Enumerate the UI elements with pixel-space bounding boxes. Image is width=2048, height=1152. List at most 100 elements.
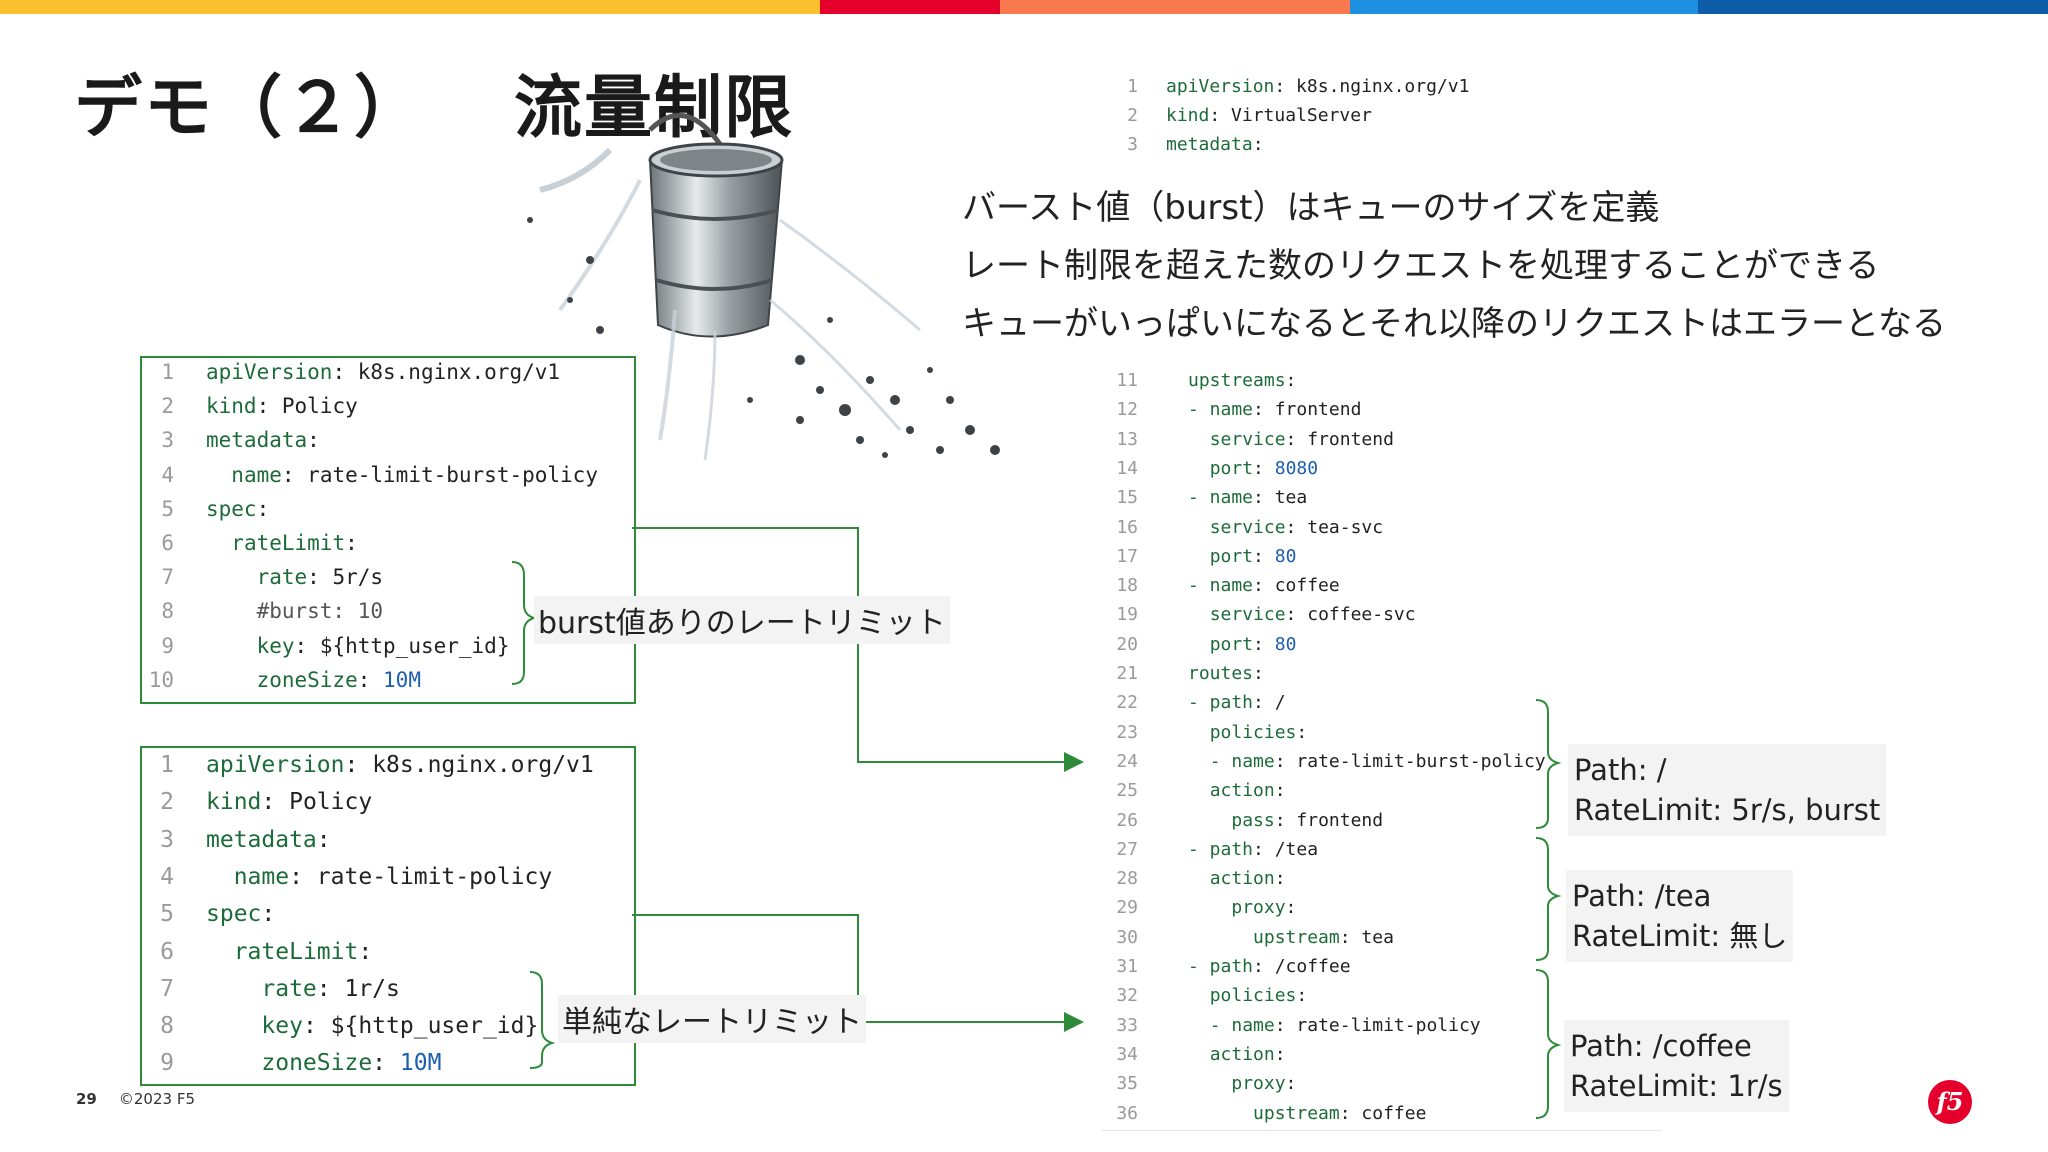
code-line: 19 service: coffee-svc <box>1102 604 1662 633</box>
code-key: - name <box>1188 575 1254 597</box>
code-text: kind: Policy <box>206 789 373 816</box>
code-text: upstream: coffee <box>1253 1102 1427 1124</box>
line-number: 2 <box>1127 105 1138 126</box>
code-text: rate: 5r/s <box>256 565 384 590</box>
line-number: 26 <box>1116 809 1138 831</box>
code-line: 4 name: rate-limit-burst-policy <box>142 463 634 497</box>
code-text: port: 8080 <box>1209 457 1319 479</box>
line-number: 30 <box>1116 926 1138 948</box>
code-value: tea <box>1263 487 1308 509</box>
code-line: 35 proxy: <box>1102 1073 1662 1102</box>
code-text: - name: tea <box>1188 487 1308 509</box>
code-key: kind <box>206 789 262 816</box>
path-annotation-root: Path: / RateLimit: 5r/s, burst <box>1568 744 1887 836</box>
code-line: 27- path: /tea <box>1102 839 1662 868</box>
code-value: 80 <box>1263 633 1297 655</box>
code-line: 25 action: <box>1102 780 1662 809</box>
code-key: proxy <box>1231 897 1286 919</box>
code-text: kind: VirtualServer <box>1166 105 1372 126</box>
line-number: 4 <box>160 863 174 890</box>
label-burst-rate-limit: burst値ありのレートリミット <box>534 596 950 644</box>
code-value: 80 <box>1263 545 1297 567</box>
line-number: 29 <box>1116 897 1138 919</box>
line-number: 6 <box>161 531 174 555</box>
code-line: 6 rateLimit: <box>142 939 634 976</box>
code-key: upstream <box>1253 926 1340 948</box>
title-rate-limit: 流量制限 <box>514 69 795 148</box>
line-number: 19 <box>1116 604 1138 626</box>
code-line: 18- name: coffee <box>1102 575 1662 604</box>
code-line: 28 action: <box>1102 868 1662 897</box>
code-key: spec <box>206 901 262 928</box>
code-key: - name <box>1209 750 1275 772</box>
code-line: 29 proxy: <box>1102 897 1662 926</box>
code-key: metadata <box>206 826 317 853</box>
code-text: metadata: <box>1166 134 1264 155</box>
line-number: 7 <box>160 975 174 1002</box>
line-number: 16 <box>1116 516 1138 538</box>
path-annotation-coffee: Path: /coffee RateLimit: 1r/s <box>1564 1020 1789 1112</box>
code-text: service: tea-svc <box>1209 516 1384 538</box>
line-number: 35 <box>1116 1073 1138 1095</box>
code-text: - path: /tea <box>1188 838 1319 860</box>
line-number: 3 <box>161 428 174 453</box>
path-annotation-tea: Path: /tea RateLimit: 無し <box>1566 870 1794 962</box>
path-tea-line2: RateLimit: 無し <box>1572 919 1788 953</box>
code-value: /tea <box>1263 838 1319 860</box>
code-line: 24 - name: rate-limit-burst-policy <box>1102 751 1662 780</box>
code-line: 7 rate: 1r/s <box>142 976 634 1013</box>
code-line: 12- name: frontend <box>1102 399 1662 428</box>
code-text: key: ${http_user_id} <box>256 633 510 658</box>
code-text: proxy: <box>1231 897 1297 919</box>
code-value: / <box>1263 692 1286 714</box>
code-line: 7 rate: 5r/s <box>142 565 634 599</box>
code-key: service <box>1209 516 1286 538</box>
code-line: 16 service: tea-svc <box>1102 517 1662 546</box>
title-demo: デモ（２） <box>74 69 425 148</box>
line-number: 28 <box>1116 868 1138 890</box>
code-value: Policy <box>275 789 373 816</box>
line-number: 11 <box>1116 370 1138 391</box>
code-line: 10 zoneSize: 10M <box>142 668 634 702</box>
path-coffee-line2: RateLimit: 1r/s <box>1570 1069 1783 1103</box>
line-number: 18 <box>1116 575 1138 597</box>
code-key: upstreams <box>1188 370 1286 391</box>
code-key: apiVersion <box>1166 76 1275 97</box>
code-key: kind <box>1166 105 1210 126</box>
line-number: 31 <box>1116 956 1138 977</box>
line-number: 24 <box>1116 750 1138 772</box>
code-line: 6 rateLimit: <box>142 531 634 565</box>
code-value: frontend <box>1285 809 1384 831</box>
code-value: tea <box>1350 926 1394 948</box>
code-key: policies <box>1209 985 1297 1007</box>
code-text: rateLimit: <box>231 531 358 555</box>
code-key: key <box>261 1013 303 1040</box>
code-line: 36 upstream: coffee <box>1102 1103 1662 1132</box>
line-number: 8 <box>160 1013 174 1040</box>
code-key: metadata <box>1166 134 1253 155</box>
code-key: rateLimit <box>231 531 346 555</box>
line-number: 1 <box>161 360 174 384</box>
code-value: coffee-svc <box>1296 604 1416 626</box>
code-key: port <box>1209 633 1254 655</box>
code-line: 31- path: /coffee <box>1102 956 1662 985</box>
code-line: 8 #burst: 10 <box>142 599 634 633</box>
path-tea-line1: Path: /tea <box>1572 879 1712 913</box>
code-text: action: <box>1209 868 1286 890</box>
page-number: 29 <box>76 1090 97 1108</box>
line-number: 5 <box>160 901 174 928</box>
code-text: apiVersion: k8s.nginx.org/v1 <box>206 360 561 384</box>
code-text: port: 80 <box>1209 633 1297 655</box>
topbar-segment <box>0 0 820 14</box>
code-key: name <box>233 863 290 890</box>
code-value: /coffee <box>1263 956 1351 977</box>
code-value: rate-limit-policy <box>1285 1014 1481 1036</box>
code-value: 10M <box>386 1050 442 1077</box>
code-line: 8 key: ${http_user_id} <box>142 1013 634 1050</box>
code-value: 5r/s <box>319 565 384 590</box>
line-number: 2 <box>161 394 174 419</box>
